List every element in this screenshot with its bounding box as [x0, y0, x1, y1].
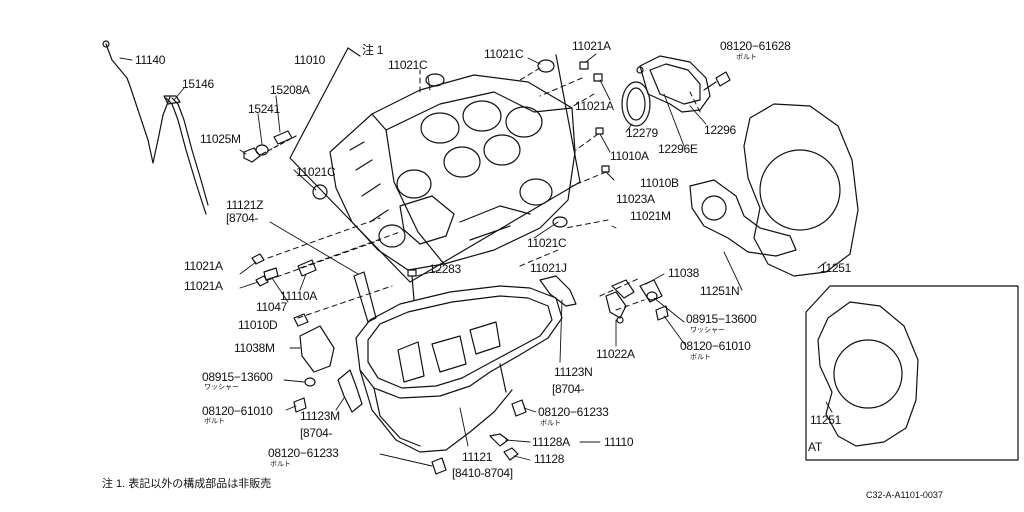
- label-11010A: 11010A: [610, 149, 649, 163]
- label-11021A-left2: 11021A: [184, 279, 223, 293]
- label-note1-marker: 注 1: [362, 43, 384, 57]
- label-08120-61233-left: 08120−61233: [268, 446, 339, 460]
- plug-15208A: [273, 130, 293, 145]
- drain-plug-08120-61233: [431, 457, 447, 475]
- gasket-11123N: [539, 275, 577, 307]
- label-range-8704-11123M: [8704-: [300, 426, 333, 440]
- label-11021C-top: 11021C: [388, 58, 428, 72]
- pin-11047: [263, 267, 279, 281]
- label-11010: 11010: [294, 53, 325, 67]
- label-11140: 11140: [135, 53, 166, 67]
- label-11021C-left: 11021C: [296, 165, 336, 179]
- label-11128A: 11128A: [532, 435, 570, 449]
- end-plate-11251N: [689, 179, 797, 257]
- label-11110: 11110: [604, 435, 634, 449]
- label-12283: 12283: [429, 262, 461, 276]
- washer-08915-13600-left: [304, 377, 316, 387]
- label-bolt-61010-right: ボルト: [690, 354, 711, 361]
- plugs-11021A: [251, 61, 610, 287]
- dipstick-11140: [102, 40, 171, 164]
- assembly-leader-dashes: [267, 67, 701, 319]
- footnote: 注 1. 表記以外の構成部品は非販売: [102, 478, 272, 490]
- gasket-11123M: [337, 369, 363, 413]
- label-11121Z: 11121Z: [226, 198, 264, 212]
- bolt-12283: [407, 269, 417, 301]
- label-11021J: 11021J: [530, 261, 567, 275]
- label-11110A: 11110A: [280, 289, 317, 303]
- rear-oil-seal-12279: [621, 81, 651, 127]
- label-washer-right: ワッシャー: [690, 327, 725, 334]
- label-08120-61628: 08120−61628: [720, 39, 791, 53]
- end-plate-11251-at: [817, 301, 919, 447]
- label-range-8410-8704: [8410-8704]: [452, 466, 513, 480]
- label-11123N: 11123N: [554, 365, 593, 379]
- label-11021A-mid: 11021A: [575, 99, 614, 113]
- label-11021C-right: 11021C: [484, 47, 524, 61]
- washer-08915-13600-right: [646, 291, 658, 301]
- label-11251N: 11251N: [700, 284, 740, 298]
- label-12279: 12279: [626, 126, 658, 140]
- label-12296: 12296: [704, 123, 736, 137]
- label-leader-lines: [119, 53, 833, 467]
- label-15208A: 15208A: [270, 83, 310, 97]
- at-inset-frame: [805, 285, 1019, 461]
- pin-11010D: [293, 313, 309, 327]
- label-11121: 11121: [462, 450, 493, 464]
- label-11010B: 11010B: [640, 176, 679, 190]
- oil-seal-retainer-12296: [636, 55, 711, 113]
- bolt-08120-61628: [703, 71, 731, 91]
- label-11047: 11047: [256, 300, 287, 314]
- label-11123M: 11123M: [300, 409, 340, 423]
- label-bolt-61628: ボルト: [736, 54, 757, 61]
- label-bolt-61233-left: ボルト: [270, 461, 291, 468]
- label-11128: 11128: [534, 452, 565, 466]
- label-11251: 11251: [820, 261, 851, 275]
- label-11021A-top: 11021A: [572, 39, 611, 53]
- part-11022A: [605, 291, 627, 324]
- label-range-8704-11121Z: [8704-: [226, 211, 259, 225]
- end-plate-11251: [743, 103, 859, 277]
- bolt-08120-61233-right: [511, 399, 527, 417]
- label-08915-13600-right: 08915−13600: [686, 312, 757, 326]
- plug-11025M: [243, 135, 297, 163]
- label-bolt-61233-right: ボルト: [540, 420, 561, 427]
- oil-pan-11121: [355, 285, 563, 453]
- expansion-plugs-11021C: [312, 59, 568, 228]
- label-08915-13600-left: 08915−13600: [202, 370, 273, 384]
- bolt-08120-61010-left: [293, 397, 307, 413]
- label-08120-61010-left: 08120−61010: [202, 404, 273, 418]
- bolt-08120-61010-right: [655, 305, 669, 321]
- label-15241: 15241: [248, 102, 280, 116]
- label-11010D: 11010D: [238, 318, 278, 332]
- label-15146: 15146: [182, 77, 214, 91]
- label-11038: 11038: [668, 266, 699, 280]
- label-11251-at: 11251: [810, 413, 841, 427]
- label-11038M: 11038M: [234, 341, 275, 355]
- label-11021A-left1: 11021A: [184, 259, 223, 273]
- cylinder-block-11010-frame: [289, 47, 581, 283]
- label-washer-left: ワッシャー: [204, 384, 239, 391]
- label-08120-61010-right: 08120−61010: [680, 339, 751, 353]
- pin-11110A: [297, 259, 317, 277]
- label-range-8704-11123N: [8704-: [552, 382, 585, 396]
- label-11021M: 11021M: [630, 209, 671, 223]
- label-11025M: 11025M: [200, 132, 241, 146]
- diagram-code: C32-A-A1101-0037: [866, 490, 943, 500]
- label-12296E: 12296E: [658, 142, 698, 156]
- bracket-11121Z: [353, 271, 377, 323]
- label-11023A: 11023A: [616, 192, 655, 206]
- label-at: AT: [808, 440, 822, 454]
- label-08120-61233-right: 08120−61233: [538, 405, 609, 419]
- cover-11038M: [299, 325, 335, 373]
- dipstick-guide-15146: [163, 95, 209, 215]
- label-11021C-bottom: 11021C: [527, 236, 567, 250]
- label-bolt-61010-left: ボルト: [204, 418, 225, 425]
- label-11022A: 11022A: [596, 347, 635, 361]
- cylinder-block-11010: [329, 74, 576, 271]
